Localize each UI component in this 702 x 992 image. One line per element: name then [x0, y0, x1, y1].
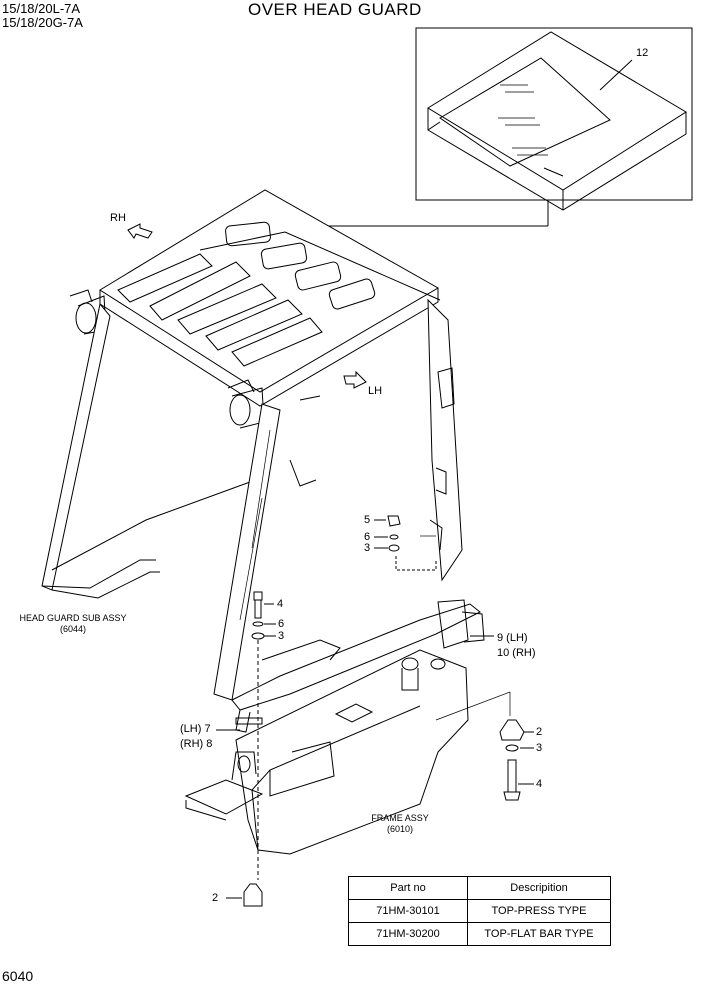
head-guard-assembly-label: HEAD GUARD SUB ASSY (6044): [8, 613, 138, 635]
callout-6-upper: 6: [364, 531, 371, 543]
frame-assembly-name: FRAME ASSY: [371, 813, 429, 823]
canopy-roof: [99, 189, 441, 407]
front-right-pillar: [427, 298, 463, 582]
callout-3-right: 3: [536, 742, 543, 754]
callout-6-lower: 6: [278, 618, 285, 630]
frame-assembly-label: FRAME ASSY (6010): [350, 813, 450, 835]
page-title: OVER HEAD GUARD: [248, 0, 422, 19]
part-no-cell: 71HM-30200: [348, 922, 468, 946]
table-row: 71HM-30200 TOP-FLAT BAR TYPE: [348, 922, 611, 946]
callout-12: 12: [636, 47, 649, 59]
hardware-upper-right: [374, 515, 437, 571]
description-cell: TOP-FLAT BAR TYPE: [467, 922, 611, 946]
callout-10-rh: 10 (RH): [497, 647, 536, 659]
model-line-2: 15/18/20G-7A: [2, 15, 83, 30]
callout-3-lower: 3: [278, 630, 285, 642]
callout-2-bottom: 2: [212, 892, 219, 904]
lower-rail: [231, 603, 481, 711]
callout-2-right: 2: [536, 726, 543, 738]
parts-table-header-row: Part no Descripition: [348, 876, 611, 900]
page-number: 6040: [2, 968, 34, 984]
frame-assembly: [184, 649, 469, 855]
inset-frame: [415, 27, 693, 201]
head-guard-assembly-ref: (6044): [59, 624, 86, 634]
bracket-leaders: [216, 535, 494, 731]
lh-label: LH: [368, 385, 383, 397]
header-part-no: Part no: [348, 876, 468, 900]
parts-table: Part no Descripition 71HM-30101 TOP-PRES…: [348, 876, 611, 946]
hardware-lower-right: [435, 691, 534, 801]
cover-panel-drawing: [427, 31, 687, 211]
part-no-cell: 71HM-30101: [348, 899, 468, 923]
callout-4-upper: 4: [277, 598, 284, 610]
model-line-1: 15/18/20L-7A: [2, 1, 81, 16]
rh-arrow-icon: [127, 223, 153, 239]
rubber-mount-bottom: [226, 883, 263, 907]
callout-8-rh: (RH) 8: [180, 738, 213, 750]
rh-label: RH: [110, 212, 126, 224]
head-guard-assembly-name: HEAD GUARD SUB ASSY: [19, 613, 127, 623]
lh-arrow-icon: [343, 370, 367, 389]
header-description: Descripition: [467, 876, 611, 900]
callout-4-right: 4: [536, 778, 543, 790]
callout-3-upper: 3: [364, 542, 371, 554]
rear-left-pillar: [41, 302, 111, 591]
front-left-pillar: [213, 403, 281, 701]
hardware-left-bolt: [251, 591, 276, 880]
table-row: 71HM-30101 TOP-PRESS TYPE: [348, 899, 611, 923]
callout-5: 5: [364, 514, 371, 526]
callout-9-lh: 9 (LH): [497, 632, 528, 644]
frame-assembly-ref: (6010): [386, 824, 413, 834]
callout-7-lh: (LH) 7: [180, 723, 211, 735]
description-cell: TOP-PRESS TYPE: [467, 899, 611, 923]
